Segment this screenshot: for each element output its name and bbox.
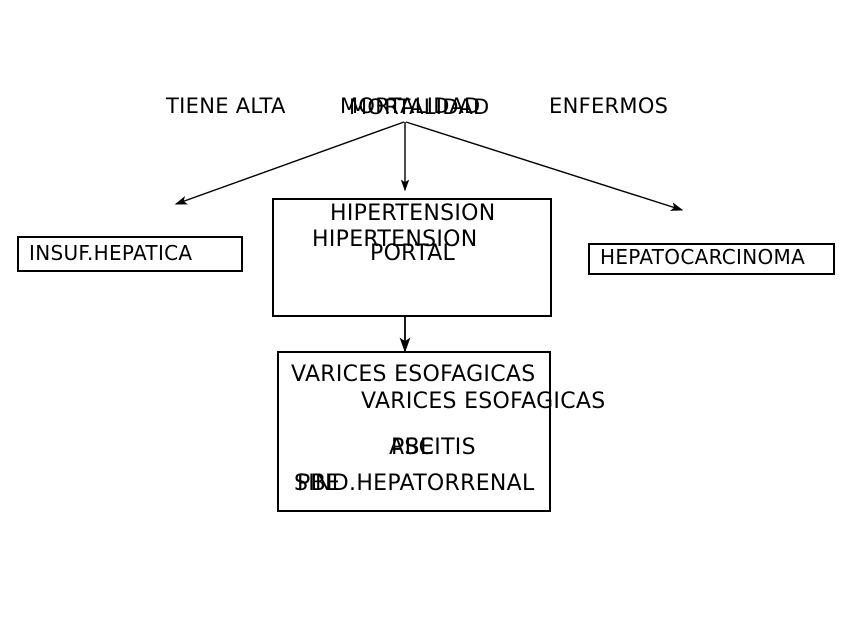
- node-label-sind-hepatorrenal: SIND.HEPATORRENAL: [294, 471, 535, 496]
- arrow-to-hepatocarcinoma: [405, 121, 684, 211]
- node-label-hipertension-line-2: HIPERTENSION: [312, 227, 478, 252]
- arrow-to-insuf-hepatica: [174, 121, 405, 205]
- node-hepatocarcinoma[interactable]: [588, 243, 835, 275]
- node-label-pbe-lower: PBE: [297, 471, 341, 496]
- header-label-mortalidad-shadow: MORTALIDAD: [340, 94, 481, 118]
- node-complicaciones[interactable]: [277, 351, 551, 512]
- node-label-varices-esofagicas-line-1: VARICES ESOFAGICAS: [291, 362, 536, 387]
- node-label-hepatocarcinoma: HEPATOCARCINOMA: [600, 245, 806, 269]
- header-label-enfermos: ENFERMOS: [549, 94, 669, 118]
- node-label-insuf-hepatica: INSUF.HEPATICA: [29, 241, 193, 265]
- header-label-mortalidad: MORTALIDAD: [349, 95, 490, 119]
- header-label-tiene-alta: TIENE ALTA: [166, 94, 286, 118]
- node-label-hipertension-line-1: HIPERTENSION: [330, 201, 496, 226]
- node-label-ascitis: ASCITIS: [389, 435, 476, 460]
- node-label-hipertension-portal-line-3: PORTAL: [370, 241, 456, 266]
- node-label-pbe-upper: PBE: [391, 435, 435, 460]
- node-hipertension-portal[interactable]: [272, 198, 552, 317]
- node-insuf-hepatica[interactable]: [17, 236, 243, 272]
- node-label-varices-esofagicas-line-2: VARICES ESOFAGICAS: [361, 389, 606, 414]
